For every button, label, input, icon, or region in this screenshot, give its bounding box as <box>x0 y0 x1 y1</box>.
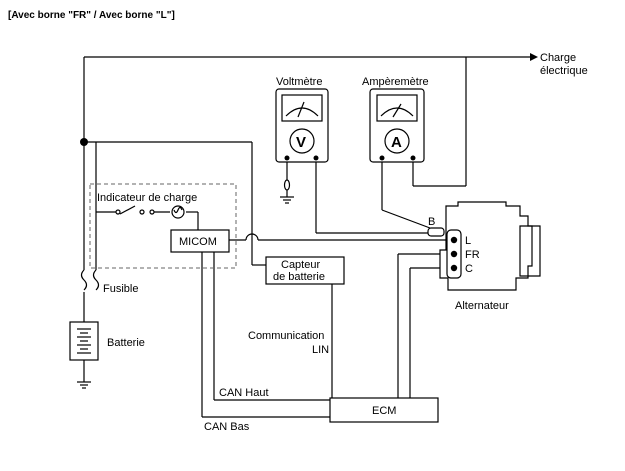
ammeter-label: Ampèremètre <box>362 76 429 88</box>
voltmeter <box>275 88 329 163</box>
micom-label: MICOM <box>179 236 217 248</box>
terminal-l-label: L <box>465 235 471 247</box>
volt-symbol: V <box>296 134 306 151</box>
terminal-b-label: B <box>428 216 435 228</box>
switch-icon <box>115 209 155 215</box>
fuse-label: Fusible <box>103 283 138 295</box>
alternator-label: Alternateur <box>455 300 509 312</box>
lin-label-line2: LIN <box>312 344 329 356</box>
terminal-c-label: C <box>465 263 473 275</box>
ground-icon <box>280 179 294 204</box>
load-label-line1: Charge <box>540 52 576 64</box>
can-high-label: CAN Haut <box>219 387 269 399</box>
can-low-label: CAN Bas <box>204 421 250 433</box>
battery-sensor-box <box>265 256 345 285</box>
battery-icon <box>69 321 99 361</box>
charge-indicator-region <box>89 183 237 269</box>
lamp-icon <box>171 205 185 219</box>
battery-sensor-label-line1: Capteur <box>281 259 320 271</box>
micom-box <box>170 229 230 253</box>
ammeter <box>369 88 425 163</box>
ground-icon <box>77 381 91 389</box>
battery-label: Batterie <box>107 337 145 349</box>
load-label-line2: électrique <box>540 65 588 77</box>
charge-indicator-label: Indicateur de charge <box>97 192 197 204</box>
alternator <box>427 201 541 291</box>
lin-label-line1: Communication <box>248 330 324 342</box>
amp-symbol: A <box>391 134 402 151</box>
ecm-box <box>329 397 439 423</box>
junction-dot <box>80 138 88 146</box>
fuse-icon <box>80 269 100 291</box>
battery-sensor-label-line2: de batterie <box>273 271 325 283</box>
terminal-fr-label: FR <box>465 249 480 261</box>
diagram-title: [Avec borne "FR" / Avec borne "L"] <box>8 10 175 21</box>
ecm-label: ECM <box>372 405 396 417</box>
voltmeter-label: Voltmètre <box>276 76 322 88</box>
arrow-right-icon <box>530 53 538 61</box>
